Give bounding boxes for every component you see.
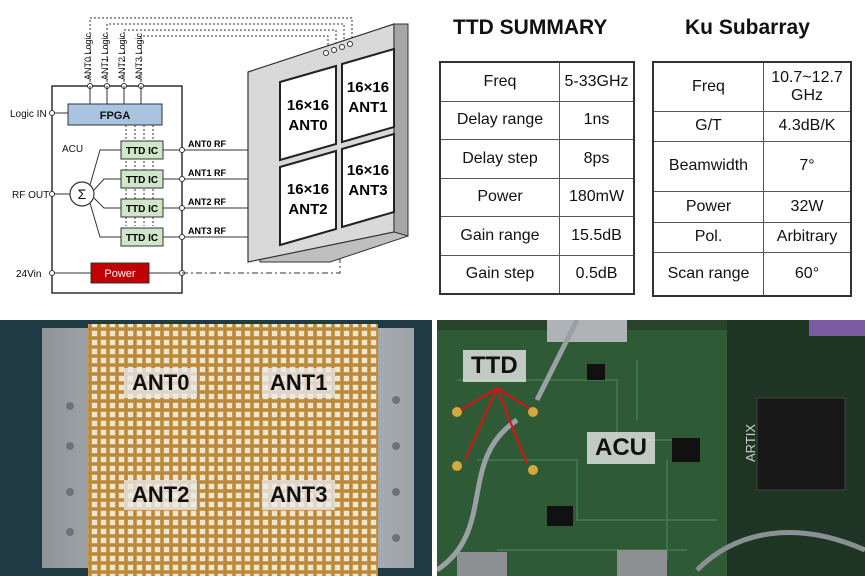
rf-label-ant0: ANT0 RF <box>188 139 227 149</box>
ku-value: 32W <box>763 190 852 223</box>
ttd-arrows <box>460 387 530 465</box>
photo-ant1-label: ANT1 <box>262 368 336 398</box>
panel-ant0 <box>279 64 337 162</box>
rf-out-label: RF OUT <box>12 190 49 201</box>
ttd-param: Delay range <box>439 100 560 140</box>
ttd-ic-label-3: TTD IC <box>126 233 158 244</box>
ttd-param: Gain step <box>439 254 560 295</box>
panel-size-3: 16×16 <box>347 162 389 179</box>
panel-name-3: ANT3 <box>348 182 387 199</box>
acu-board-photo: ARTIX TTD ACU <box>437 320 865 576</box>
ku-param: Scan range <box>652 251 764 297</box>
ttd-ic-label-0: TTD IC <box>126 146 158 157</box>
logic-label-ant0: ANT0 Logic <box>83 32 93 80</box>
logic-label-ant3: ANT3 Logic <box>134 32 144 80</box>
photo-ttd-label: TTD <box>463 350 526 382</box>
fpga-chip <box>756 397 846 491</box>
ku-value: 10.7~12.7 GHz <box>763 61 852 112</box>
acu-label: ACU <box>62 144 83 155</box>
ttd-param: Freq <box>439 61 560 102</box>
panel-size-1: 16×16 <box>347 79 389 96</box>
ttd-param: Gain range <box>439 216 560 256</box>
photo-ant3-label: ANT3 <box>262 480 336 510</box>
ttd-value: 1ns <box>559 100 635 140</box>
acu-block-diagram: ANT0 Logic ANT1 Logic ANT2 Logic ANT3 Lo… <box>10 17 409 294</box>
power-label: Power <box>104 268 136 280</box>
panel-name-0: ANT0 <box>288 117 327 134</box>
vin-label: 24Vin <box>16 269 41 280</box>
fpga-block <box>67 103 163 126</box>
fpga-label: FPGA <box>100 110 131 122</box>
ttd-param: Delay step <box>439 139 560 179</box>
ttd-value: 5-33GHz <box>559 61 635 102</box>
photo-ant0-label: ANT0 <box>124 368 198 398</box>
panel-ant1 <box>341 47 395 144</box>
antenna-photo: ANT0 ANT1 ANT2 ANT3 <box>0 320 432 576</box>
ku-param: G/T <box>652 110 764 142</box>
ttd-ic-stack: TTD IC TTD IC TTD IC TTD IC <box>120 140 164 247</box>
ku-param: Power <box>652 190 764 223</box>
ku-value: 60° <box>763 251 852 297</box>
ku-param: Beamwidth <box>652 140 764 192</box>
photo-ant2-label: ANT2 <box>124 480 198 510</box>
ku-value: Arbitrary <box>763 221 852 253</box>
ttd-ic-label-2: TTD IC <box>126 204 158 215</box>
table-row: Pol.Arbitrary <box>652 221 852 253</box>
ku-param: Pol. <box>652 221 764 253</box>
panel-ant2 <box>279 149 337 247</box>
ttd-value: 15.5dB <box>559 216 635 256</box>
ku-value: 7° <box>763 140 852 192</box>
ttd-ic-label-1: TTD IC <box>126 175 158 186</box>
panel-ant3 <box>341 132 395 229</box>
ku-subarray-title: Ku Subarray <box>685 16 810 39</box>
panel-name-1: ANT1 <box>348 99 387 116</box>
logic-label-ant1: ANT1 Logic <box>100 32 110 80</box>
rf-label-ant3: ANT3 RF <box>188 226 227 236</box>
copper-grid <box>88 324 378 576</box>
logic-in-label: Logic IN <box>10 109 47 120</box>
ttd-value: 8ps <box>559 139 635 179</box>
rf-label-ant1: ANT1 RF <box>188 168 227 178</box>
ttd-param: Power <box>439 177 560 217</box>
ku-param: Freq <box>652 61 764 112</box>
panel-size-2: 16×16 <box>287 181 329 198</box>
artix-chip-text: ARTIX <box>743 424 758 462</box>
ttd-value: 0.5dB <box>559 254 635 295</box>
rf-label-ant2: ANT2 RF <box>188 197 227 207</box>
sigma-symbol: Σ <box>78 186 87 202</box>
ttd-value: 180mW <box>559 177 635 217</box>
logic-label-ant2: ANT2 Logic <box>117 32 127 80</box>
panel-name-2: ANT2 <box>288 201 327 218</box>
acu-box <box>51 85 183 294</box>
ku-value: 4.3dB/K <box>763 110 852 142</box>
panel-size-0: 16×16 <box>287 97 329 114</box>
photo-acu-label: ACU <box>587 432 655 464</box>
antenna-panel: 16×16 ANT0 16×16 ANT1 16×16 ANT2 16×16 A… <box>247 23 409 263</box>
ttd-summary-title: TTD SUMMARY <box>453 16 608 39</box>
